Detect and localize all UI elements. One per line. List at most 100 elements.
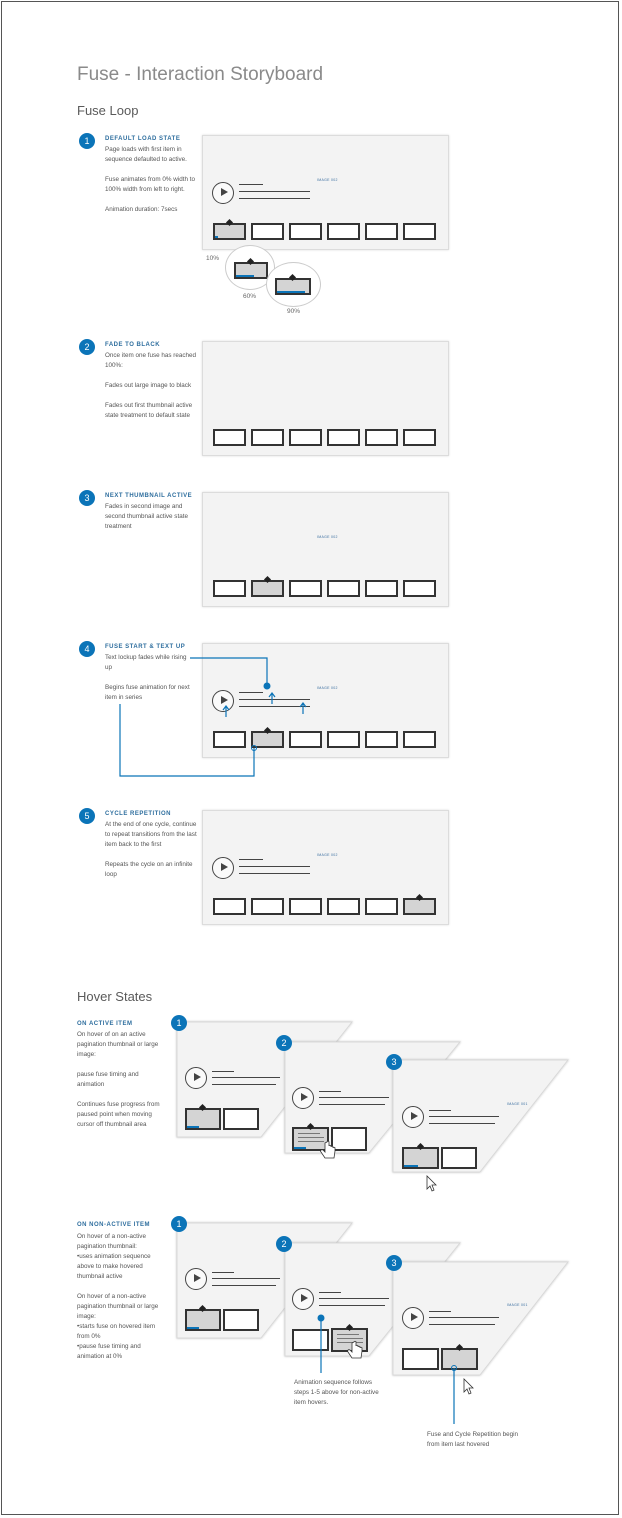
callout-connector-line [190, 657, 268, 686]
step-number-badge: 2 [79, 339, 95, 355]
hover-step-badge: 1 [171, 1015, 187, 1031]
thumbnail-active[interactable] [441, 1348, 478, 1370]
thumbnail[interactable] [327, 223, 360, 240]
section-heading-hover-states: Hover States [77, 989, 153, 1004]
carousel-wireframe [202, 341, 449, 456]
hover-desc-line: On hover of a non-active pagination thum… [77, 1293, 159, 1360]
step-desc-line: Fades in second image and second thumbna… [105, 503, 188, 530]
thumbnail-active[interactable] [185, 1108, 221, 1130]
thumbnail[interactable] [292, 1329, 329, 1351]
step-description: Text lockup fades while rising up Begins… [105, 653, 190, 713]
text-line [212, 1071, 234, 1072]
hover-description: On hover of on an active pagination thum… [77, 1030, 167, 1140]
arrow-up-icon [222, 705, 230, 717]
thumbnail[interactable] [327, 731, 360, 748]
thumbnail[interactable] [365, 731, 398, 748]
thumbnail-active[interactable] [403, 898, 436, 915]
step-heading: FUSE START & TEXT UP [105, 644, 186, 650]
thumbnail-active[interactable] [251, 580, 284, 597]
thumbnail[interactable] [251, 429, 284, 446]
thumbnail-hovered[interactable] [292, 1127, 329, 1151]
thumbnail[interactable] [327, 898, 360, 915]
thumbnail[interactable] [402, 1348, 439, 1370]
step-desc-line: At the end of one cycle, continue to rep… [105, 821, 197, 848]
thumbnail[interactable] [213, 731, 246, 748]
play-icon [292, 1288, 314, 1310]
text-line [337, 1338, 363, 1339]
thumbnail[interactable] [403, 731, 436, 748]
thumbnail[interactable] [327, 580, 360, 597]
hand-cursor-icon [347, 1340, 363, 1359]
text-line [319, 1292, 341, 1293]
step-desc-line: Fuse animates from 0% width to 100% widt… [105, 176, 195, 193]
step-number-badge: 3 [79, 490, 95, 506]
thumbnail-active[interactable] [213, 223, 246, 240]
thumbnail-active[interactable] [251, 731, 284, 748]
hover-desc-line: On hover of on an active pagination thum… [77, 1031, 159, 1058]
thumbnail-active[interactable] [185, 1309, 221, 1331]
text-line [337, 1334, 359, 1335]
image-placeholder-label: IMAGE 001 [507, 1303, 528, 1307]
thumbnail[interactable] [365, 898, 398, 915]
thumbnail[interactable] [213, 429, 246, 446]
progress-label: 10% [206, 255, 220, 262]
image-placeholder-label: IMAGE 002 [317, 686, 338, 690]
pagination-thumbnails [213, 731, 436, 748]
thumbnail[interactable] [403, 580, 436, 597]
thumbnail[interactable] [331, 1127, 367, 1151]
text-line [319, 1104, 385, 1105]
thumbnail[interactable] [289, 898, 322, 915]
text-line [429, 1324, 495, 1325]
callout-dot [251, 745, 257, 751]
thumbnail[interactable] [289, 223, 322, 240]
fuse-progress-bar [277, 291, 305, 293]
text-line [212, 1084, 276, 1085]
fuse-progress-bar [187, 1327, 199, 1329]
thumbnail-active[interactable] [402, 1147, 439, 1169]
hover-step-badge: 2 [276, 1236, 292, 1252]
thumbnail[interactable] [441, 1147, 477, 1169]
play-icon [402, 1106, 424, 1128]
thumbnail[interactable] [365, 429, 398, 446]
pointer-cursor-icon [426, 1175, 437, 1192]
thumbnail[interactable] [251, 898, 284, 915]
thumbnail[interactable] [289, 580, 322, 597]
thumbnail[interactable] [251, 223, 284, 240]
step-desc-line: Page loads with first item in sequence d… [105, 146, 187, 163]
carousel-wireframe: IMAGE 002 [202, 135, 449, 250]
callout-dot [317, 1314, 325, 1322]
thumbnail[interactable] [223, 1108, 259, 1130]
thumbnail[interactable] [213, 580, 246, 597]
step-number-badge: 1 [79, 133, 95, 149]
thumbnail[interactable] [289, 429, 322, 446]
section-heading-fuse-loop: Fuse Loop [77, 103, 139, 118]
thumbnail[interactable] [403, 429, 436, 446]
step-desc-line: Text lockup fades while rising up [105, 654, 187, 671]
thumbnail[interactable] [365, 580, 398, 597]
text-line [212, 1272, 234, 1273]
step-heading: CYCLE REPETITION [105, 811, 172, 817]
step-desc-line: Fades out first thumbnail active state t… [105, 402, 193, 419]
thumbnail[interactable] [365, 223, 398, 240]
arrow-up-icon [299, 702, 307, 714]
thumbnail[interactable] [403, 223, 436, 240]
thumbnail[interactable] [223, 1309, 259, 1331]
fuse-progress-bar [404, 1165, 418, 1167]
thumbnail[interactable] [213, 898, 246, 915]
fuse-progress-bar [215, 236, 218, 238]
text-line [239, 873, 310, 874]
text-line [429, 1110, 451, 1111]
play-icon [292, 1087, 314, 1109]
fuse-progress-bar [294, 1147, 306, 1149]
pagination-thumbnails [213, 580, 436, 597]
text-line [429, 1116, 499, 1117]
hover-step-badge: 2 [276, 1035, 292, 1051]
text-line [319, 1298, 389, 1299]
text-line [212, 1278, 280, 1279]
text-line [239, 706, 310, 707]
step-heading: FADE TO BLACK [105, 342, 161, 348]
text-line [239, 692, 263, 693]
thumbnail[interactable] [289, 731, 322, 748]
callout-connector-line [119, 704, 255, 777]
thumbnail[interactable] [327, 429, 360, 446]
